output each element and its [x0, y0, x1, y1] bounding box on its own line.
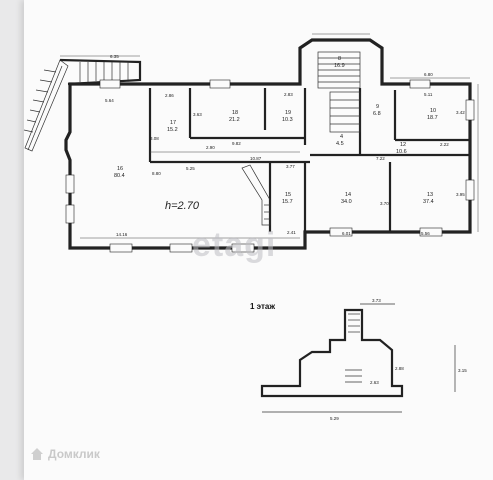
- room-number: 9: [376, 104, 379, 110]
- room-area: 15.2: [167, 127, 178, 133]
- interior-walls: [148, 88, 470, 232]
- inner-stair: [241, 164, 271, 226]
- room-area: 18.7: [427, 115, 438, 121]
- floor-label: 1 этаж: [250, 302, 276, 311]
- watermark: etagi: [192, 226, 277, 264]
- dim-text: 5.29: [330, 416, 339, 421]
- room-area: 80.4: [114, 173, 125, 179]
- room-area: 10.3: [282, 117, 293, 123]
- dim-text: 9.82: [232, 141, 241, 146]
- dim-text: 3.63: [193, 112, 202, 117]
- external-staircase: [23, 58, 142, 152]
- dim-text: 3.70: [380, 201, 389, 206]
- dim-text: 8.80: [152, 171, 161, 176]
- dim-text: 3.95: [456, 192, 465, 197]
- dim-text: 3.08: [150, 136, 159, 141]
- dim-text: 2.90: [206, 145, 215, 150]
- dimension-lines: [60, 33, 479, 239]
- room-area: 21.2: [229, 117, 240, 123]
- dim-text: 6.35: [110, 54, 119, 59]
- house-icon: [30, 447, 44, 461]
- room-labels: 16 80.4 17 15.2 18 21.2 19 10.3 8 16.9 1…: [114, 56, 438, 205]
- dim-text: 6.80: [424, 72, 433, 77]
- dim-text: 2.83: [284, 92, 293, 97]
- room-area: 4.5: [336, 141, 344, 147]
- room-number: 17: [170, 120, 176, 126]
- outer-wall: [64, 38, 472, 250]
- brand-name: Домклик: [48, 447, 100, 461]
- dim-text: 5.25: [186, 166, 195, 171]
- room-area: 6.8: [373, 111, 381, 117]
- dim-text: 5.56: [421, 231, 430, 236]
- dim-text: 3.73: [372, 298, 381, 303]
- dim-text: 7.22: [376, 156, 385, 161]
- room-area: 10.6: [396, 149, 407, 155]
- room-area: 37.4: [423, 199, 434, 205]
- room-number: 10: [430, 108, 436, 114]
- room-area: 34.0: [341, 199, 352, 205]
- dim-text: 2.22: [440, 142, 449, 147]
- windows: [65, 79, 475, 253]
- dim-text: 6.01: [342, 231, 351, 236]
- brand-logo: Домклик: [30, 442, 100, 466]
- dim-text: 2.41: [287, 230, 296, 235]
- dim-text: 10.87: [250, 156, 262, 161]
- room-number: 19: [285, 110, 291, 116]
- stair-core: [317, 51, 361, 133]
- room-area: 15.7: [282, 199, 293, 205]
- room-area: 16.9: [334, 63, 345, 69]
- dim-text: 3.42: [456, 110, 465, 115]
- dim-text: 2.88: [395, 366, 404, 371]
- room-number: 14: [345, 192, 351, 198]
- room-number: 18: [232, 110, 238, 116]
- dim-text: 5.11: [424, 92, 433, 97]
- dim-text: 3.15: [458, 368, 467, 373]
- dim-text: 3.77: [286, 164, 295, 169]
- dimension-values: 5.64 2.86 3.63 2.83 3.08 6.35 2.90 9.82 …: [105, 54, 465, 237]
- room-number: 8: [338, 56, 341, 62]
- dim-text: 2.63: [370, 380, 379, 385]
- room-number: 4: [340, 134, 343, 140]
- ceiling-height: h=2.70: [165, 200, 200, 212]
- key-plan: 5.29 3.73 2.63 2.88 3.15: [260, 298, 467, 421]
- room-number: 15: [285, 192, 291, 198]
- room-number: 12: [400, 142, 406, 148]
- dim-text: 2.86: [165, 93, 174, 98]
- room-number: 13: [427, 192, 433, 198]
- dim-text: 5.64: [105, 98, 114, 103]
- dim-text: 14.16: [116, 232, 128, 237]
- room-number: 16: [117, 166, 123, 172]
